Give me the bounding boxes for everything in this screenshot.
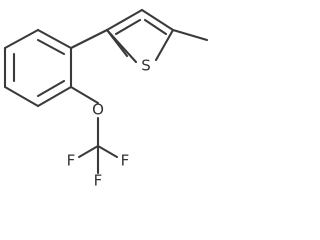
fluorine-bottom-atom-label: F — [94, 172, 103, 190]
bond-c5-s — [154, 28, 175, 62]
bond-c-f-right — [96, 144, 119, 159]
benzene-bond-1-inner — [36, 38, 66, 56]
fluorine-left-atom-label: F — [67, 152, 76, 170]
bond-c4-c5-inner — [143, 18, 168, 36]
benzene-bond-4 — [3, 85, 40, 108]
sulfur-atom-label: S — [141, 57, 151, 75]
benzene-bond-5 — [36, 85, 73, 108]
benzene-bond-1 — [36, 28, 73, 50]
bond-methyl — [171, 28, 209, 42]
fluorine-right-atom-label: F — [121, 152, 130, 170]
bond-aryl-oxygen — [69, 85, 100, 105]
benzene-ring — [3, 28, 73, 108]
bond-s-c2 — [105, 28, 138, 64]
chemical-structure-figure: S O F F F — [3, 8, 209, 190]
bond-biaryl — [69, 28, 109, 50]
bond-c4-c5 — [140, 8, 175, 32]
bond-c3-c4 — [105, 8, 144, 32]
bond-c3-c4-inner — [114, 18, 142, 36]
molecule-drawing: S O F F F — [3, 8, 209, 190]
bond-c-f-left — [77, 144, 100, 159]
thiophene-ring — [105, 8, 175, 64]
benzene-bond-2 — [3, 28, 40, 50]
oxygen-atom-label: O — [92, 101, 104, 119]
benzene-bond-5-inner — [36, 79, 66, 98]
